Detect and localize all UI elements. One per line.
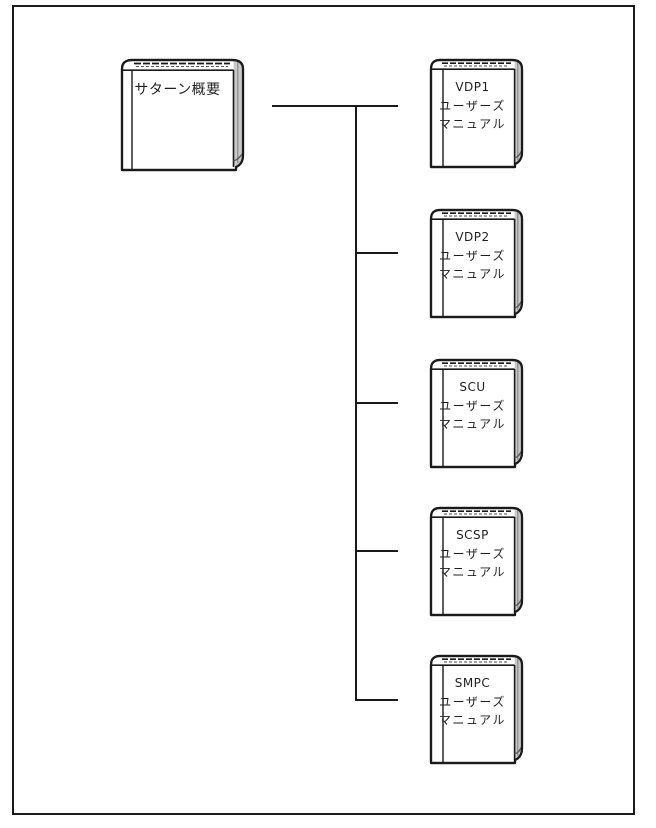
book-saturn-overview: サターン概要 xyxy=(118,57,247,173)
connector-branch-smpc xyxy=(356,699,398,701)
manual-label-line2: ユーザーズ xyxy=(439,546,506,561)
book-scu-manual: SCU ユーザーズ マニュアル xyxy=(428,357,525,469)
manual-code: SCSP xyxy=(456,528,489,542)
manual-code: SCU xyxy=(459,380,486,394)
book-title: SCU ユーザーズ マニュアル xyxy=(431,378,514,434)
manual-label-line3: マニュアル xyxy=(438,713,507,727)
connector-root-to-vdp1 xyxy=(272,105,398,107)
manual-label-line2: ユーザーズ xyxy=(439,694,506,709)
manual-label-line2: ユーザーズ xyxy=(439,398,506,413)
manual-label-line3: マニュアル xyxy=(438,417,507,431)
book-title: サターン概要 xyxy=(134,82,221,98)
book-title: SCSP ユーザーズ マニュアル xyxy=(431,526,514,582)
diagram-border xyxy=(12,5,635,815)
book-scsp-manual: SCSP ユーザーズ マニュアル xyxy=(428,505,525,617)
book-vdp2-manual: VDP2 ユーザーズ マニュアル xyxy=(428,207,525,319)
connector-branch-vdp2 xyxy=(356,252,398,254)
manual-label-line3: マニュアル xyxy=(438,565,507,579)
manual-label-line3: マニュアル xyxy=(438,117,507,131)
manual-label-line2: ユーザーズ xyxy=(439,248,506,263)
manual-code: VDP1 xyxy=(455,80,490,94)
book-icon xyxy=(118,57,247,173)
manual-code: SMPC xyxy=(454,676,491,690)
manual-code: VDP2 xyxy=(455,230,490,244)
book-title: SMPC ユーザーズ マニュアル xyxy=(431,674,514,730)
book-vdp1-manual: VDP1 ユーザーズ マニュアル xyxy=(428,57,525,169)
book-title: VDP2 ユーザーズ マニュアル xyxy=(431,228,514,284)
manual-label-line2: ユーザーズ xyxy=(439,98,506,113)
connector-branch-scu xyxy=(356,402,398,404)
connector-branch-scsp xyxy=(356,550,398,552)
book-title: VDP1 ユーザーズ マニュアル xyxy=(431,78,514,134)
manual-label-line3: マニュアル xyxy=(438,267,507,281)
book-smpc-manual: SMPC ユーザーズ マニュアル xyxy=(428,653,525,765)
